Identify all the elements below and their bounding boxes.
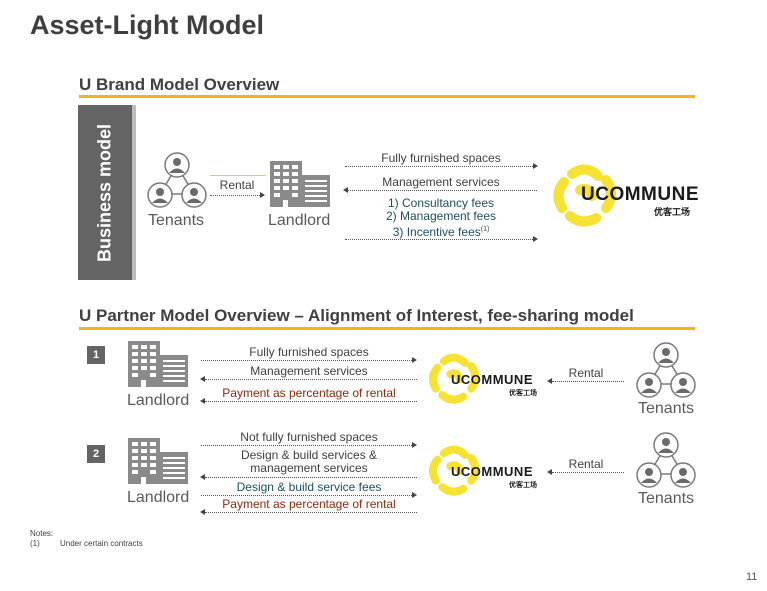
arrow-line	[552, 472, 624, 473]
arrow-left-icon	[200, 376, 205, 382]
ucommune-emblem-icon	[429, 445, 480, 496]
arrow-label: Fully furnished spaces	[249, 345, 369, 359]
note-text: Under certain contracts	[60, 539, 143, 548]
landlord-label: Landlord	[127, 392, 190, 409]
arrow-right-icon	[533, 236, 538, 242]
rental-arrow-line	[210, 195, 260, 196]
arrow-right-icon	[533, 163, 538, 169]
partner-model-section-title: U Partner Model Overview – Alignment of …	[79, 306, 634, 325]
brand-name-cn: 优客工场	[509, 482, 537, 489]
arrow-line	[552, 381, 624, 382]
arrow-line	[205, 477, 417, 478]
ucommune-logo: UCOMMUNE 优客工场	[426, 350, 546, 408]
notes-heading: Notes:	[30, 529, 54, 538]
arrow-right-icon	[260, 192, 265, 198]
arrow-line	[345, 239, 533, 240]
arrow-right-icon	[412, 357, 417, 363]
management-services-label: Management services	[382, 175, 500, 189]
tenants-label: Tenants	[638, 490, 695, 507]
arrow-label-multiline: Design & build services & management ser…	[201, 449, 417, 475]
business-model-label: Business model	[94, 123, 115, 262]
arrow-label: Payment as percentage of rental	[222, 497, 396, 511]
arrow-right-icon	[412, 442, 417, 448]
fee-item: 1) Consultancy fees	[387, 196, 495, 210]
arrow-line	[201, 360, 412, 361]
case-number-badge: 1	[87, 346, 105, 364]
building-icon	[128, 341, 188, 387]
arrow-line	[205, 379, 417, 380]
ucommune-logo: UCOMMUNE 优客工场	[550, 160, 700, 232]
fees-list: 1) Consultancy fees 2) Management fees 3…	[345, 197, 537, 239]
arrow-left-icon	[343, 187, 348, 193]
arrow-left-icon	[200, 398, 205, 404]
ucommune-emblem-icon	[429, 353, 480, 404]
brand-name-cn: 优客工场	[509, 390, 537, 397]
arrow-label: Design & build service fees	[236, 480, 382, 494]
arrow-left-icon	[200, 474, 205, 480]
arrow-line	[205, 512, 417, 513]
arrow-label-line: Design & build services &	[240, 448, 378, 462]
page-title: Asset-Light Model	[30, 10, 264, 40]
case-number-badge: 2	[87, 445, 105, 463]
fee-item: 2) Management fees	[385, 209, 497, 223]
rental-underline	[210, 175, 266, 176]
fee-item: 3) Incentive fees(1)	[392, 225, 490, 239]
brand-name: UCOMMUNE	[581, 184, 699, 205]
rental-label: Rental	[568, 457, 604, 471]
arrow-left-icon	[200, 509, 205, 515]
arrow-right-icon	[412, 492, 417, 498]
section-divider	[79, 327, 695, 330]
tenants-label: Tenants	[148, 212, 205, 229]
arrow-label: Not fully furnished spaces	[240, 430, 378, 444]
arrow-line	[348, 190, 537, 191]
building-icon	[128, 438, 188, 484]
arrow-line	[201, 495, 412, 496]
building-icon	[270, 161, 330, 207]
brand-name: UCOMMUNE	[451, 372, 533, 387]
arrow-left-icon	[547, 469, 552, 475]
ucommune-emblem-icon	[553, 164, 616, 227]
arrow-label: Payment as percentage of rental	[222, 386, 396, 400]
footnote-marker: (1)	[480, 226, 490, 233]
business-model-band: Business model	[78, 105, 136, 280]
arrow-label-line: management services	[250, 461, 368, 475]
rental-label: Rental	[219, 178, 255, 192]
landlord-label: Landlord	[127, 489, 190, 506]
arrow-line	[205, 401, 417, 402]
rental-label: Rental	[568, 366, 604, 380]
tenants-icon	[636, 342, 696, 398]
tenants-label: Tenants	[638, 400, 695, 417]
arrow-label: Management services	[250, 364, 368, 378]
landlord-label: Landlord	[268, 212, 331, 229]
brand-model-section-title: U Brand Model Overview	[79, 75, 280, 94]
ucommune-logo: UCOMMUNE 优客工场	[426, 442, 546, 500]
arrow-left-icon	[547, 378, 552, 384]
page-number: 11	[746, 571, 758, 583]
tenants-icon	[147, 152, 207, 208]
note-marker: (1)	[30, 539, 40, 548]
tenants-icon	[636, 432, 696, 488]
brand-name: UCOMMUNE	[451, 464, 533, 479]
section-divider	[79, 95, 695, 98]
arrow-line	[201, 445, 412, 446]
brand-name-cn: 优客工场	[654, 207, 691, 217]
fully-furnished-label: Fully furnished spaces	[381, 151, 501, 165]
arrow-line	[345, 166, 533, 167]
